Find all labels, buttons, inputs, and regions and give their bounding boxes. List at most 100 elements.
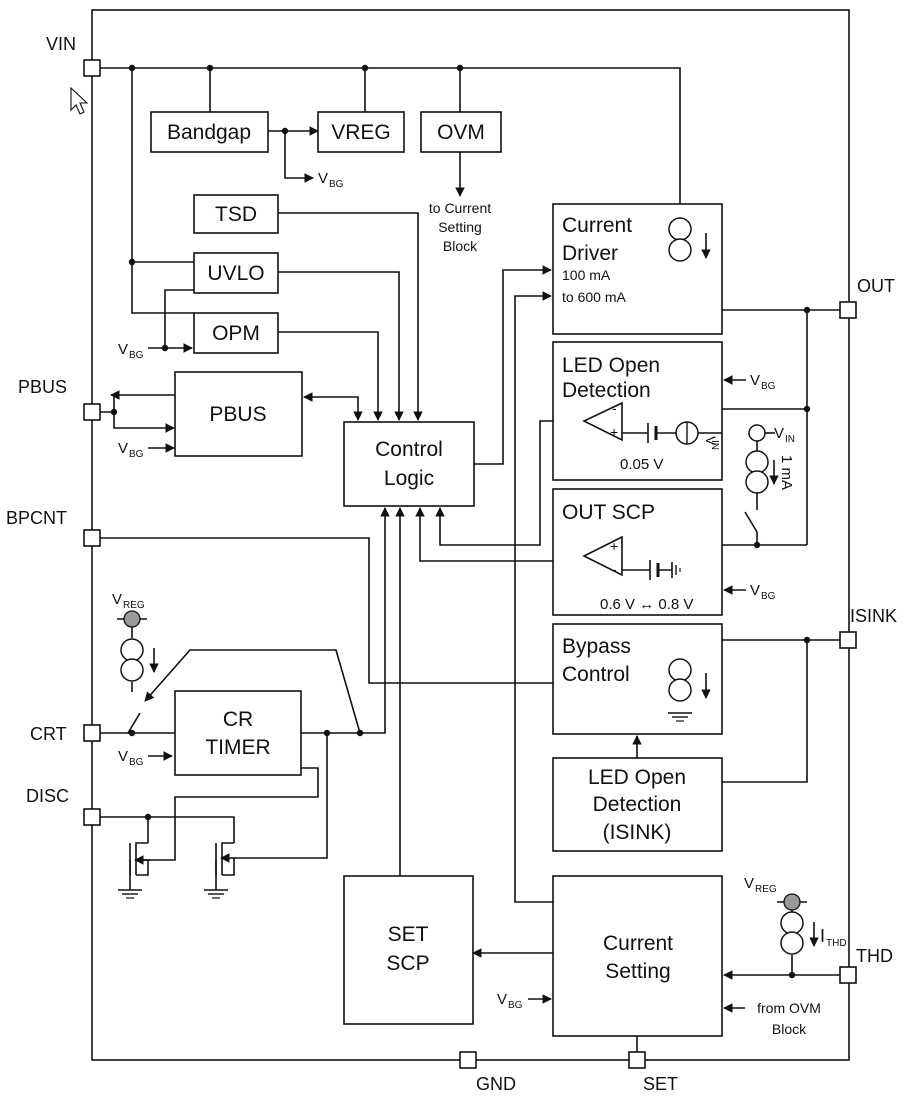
- switch-icon: [744, 511, 758, 533]
- from-ovm-note: from OVM Block: [757, 1000, 821, 1037]
- svg-text:BG: BG: [761, 381, 776, 392]
- svg-text:REG: REG: [755, 884, 777, 895]
- svg-text:OUT SCP: OUT SCP: [562, 501, 655, 524]
- svg-text:Detection: Detection: [593, 793, 682, 816]
- ovm-block: OVM: [420, 111, 502, 153]
- svg-text:BG: BG: [129, 449, 144, 460]
- mosfet-icon: [215, 842, 236, 890]
- svg-text:-: -: [612, 400, 617, 416]
- svg-text:Driver: Driver: [562, 242, 618, 265]
- thd-current-source-icon: V REG I THD: [744, 875, 847, 955]
- pin-thd: THD: [839, 946, 893, 984]
- control-logic-block: Control Logic: [343, 421, 475, 507]
- svg-text:BPCNT: BPCNT: [6, 508, 67, 528]
- svg-text:TSD: TSD: [215, 203, 257, 226]
- vreg-block: VREG: [317, 111, 405, 153]
- svg-text:1 mA: 1 mA: [778, 455, 795, 490]
- bypass-control-block: Bypass Control: [552, 623, 723, 735]
- svg-text:UVLO: UVLO: [207, 262, 264, 285]
- ground-icon: [671, 562, 681, 578]
- svg-text:Control: Control: [375, 438, 443, 461]
- pbus-block: PBUS: [174, 371, 303, 457]
- svg-text:-: -: [612, 561, 617, 577]
- junction-dots: [110, 64, 811, 979]
- svg-text:V: V: [112, 591, 122, 608]
- svg-text:from OVM: from OVM: [757, 1000, 821, 1016]
- svg-text:Control: Control: [562, 663, 630, 686]
- svg-text:V: V: [703, 436, 719, 446]
- out-scp-block: OUT SCP 0.6 V ↔ 0.8 V: [552, 488, 723, 616]
- ground-icon: [204, 889, 228, 899]
- pin-pbus: PBUS: [18, 377, 101, 421]
- voltage-source-icon: V IN: [675, 421, 720, 450]
- cursor-arrow-icon: [70, 86, 89, 115]
- led-open-detection-block: LED Open Detection 0.05 V: [552, 341, 723, 481]
- svg-text:V: V: [497, 991, 507, 1008]
- vin-current-source-icon: V IN 1 mA: [745, 424, 795, 494]
- svg-text:ISINK: ISINK: [850, 606, 897, 626]
- svg-text:0.05 V: 0.05 V: [620, 456, 663, 473]
- pin-crt: CRT: [30, 724, 101, 744]
- svg-text:Logic: Logic: [384, 467, 434, 490]
- uvlo-block: UVLO: [193, 252, 279, 294]
- svg-text:100 mA: 100 mA: [562, 267, 611, 283]
- svg-text:OUT: OUT: [857, 276, 895, 296]
- svg-text:(ISINK): (ISINK): [603, 821, 672, 844]
- comparator-icon: + -: [582, 535, 623, 577]
- svg-text:V: V: [750, 372, 760, 389]
- svg-text:THD: THD: [826, 938, 847, 949]
- svg-text:to 600 mA: to 600 mA: [562, 289, 626, 305]
- pin-set: SET: [628, 1051, 678, 1094]
- svg-text:BG: BG: [761, 591, 776, 602]
- ground-icon: [668, 712, 692, 722]
- svg-text:+: +: [610, 538, 618, 554]
- cr-timer-block: CR TIMER: [174, 690, 302, 776]
- led-open-detection-isink-block: LED Open Detection (ISINK): [552, 757, 723, 852]
- svg-text:REG: REG: [123, 600, 145, 611]
- svg-text:+: +: [610, 424, 618, 440]
- svg-text:DISC: DISC: [26, 786, 69, 806]
- pin-bpcnt: BPCNT: [6, 508, 101, 547]
- vreg-current-source-icon: V REG: [112, 591, 159, 682]
- svg-text:VIN: VIN: [46, 34, 76, 54]
- pin-gnd: GND: [459, 1051, 516, 1094]
- svg-text:IN: IN: [709, 440, 720, 450]
- svg-text:CRT: CRT: [30, 724, 67, 744]
- svg-text:Detection: Detection: [562, 379, 651, 402]
- pin-disc: DISC: [26, 786, 101, 826]
- svg-text:to Current: to Current: [429, 200, 491, 216]
- svg-text:I: I: [820, 926, 825, 946]
- svg-text:GND: GND: [476, 1074, 516, 1094]
- svg-text:V: V: [118, 748, 128, 765]
- svg-text:Bypass: Bypass: [562, 635, 631, 658]
- current-setting-block: Current Setting: [552, 875, 723, 1037]
- current-source-icon: [668, 658, 711, 702]
- svg-text:Bandgap: Bandgap: [167, 121, 251, 144]
- pin-isink: ISINK: [839, 606, 897, 649]
- tsd-block: TSD: [193, 194, 279, 234]
- svg-text:V: V: [744, 875, 754, 892]
- svg-text:Current: Current: [603, 932, 673, 955]
- svg-text:SET: SET: [388, 923, 429, 946]
- ground-icon: [118, 889, 142, 899]
- svg-text:TIMER: TIMER: [205, 736, 270, 759]
- svg-text:Block: Block: [443, 238, 478, 254]
- svg-text:Setting: Setting: [438, 219, 482, 235]
- svg-text:IN: IN: [785, 434, 795, 445]
- set-scp-block: SET SCP: [343, 875, 474, 1025]
- bandgap-block: Bandgap: [150, 111, 269, 153]
- svg-text:LED Open: LED Open: [588, 766, 686, 789]
- svg-text:OPM: OPM: [212, 322, 260, 345]
- to-current-setting-note: to Current Setting Block: [429, 200, 491, 254]
- svg-text:BG: BG: [329, 179, 344, 190]
- svg-text:PBUS: PBUS: [18, 377, 67, 397]
- mosfet-icon: [129, 842, 150, 890]
- pin-out: OUT: [839, 276, 895, 319]
- svg-text:Current: Current: [562, 214, 632, 237]
- svg-text:CR: CR: [223, 708, 253, 731]
